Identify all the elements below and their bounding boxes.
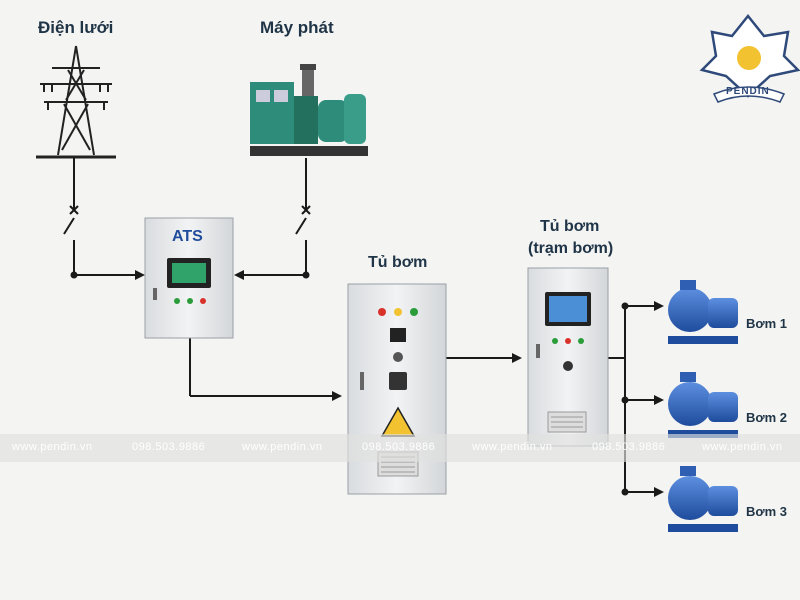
- watermark-url: www.pendin.vn: [12, 441, 93, 453]
- pump-cabinet: [347, 283, 447, 495]
- watermark-phone: 098.503.9886: [132, 441, 206, 453]
- pump-station-cabinet: [527, 267, 609, 447]
- generator-label: Máy phát: [260, 18, 334, 37]
- ats-label: ATS: [172, 228, 203, 245]
- watermark-band: [0, 434, 800, 462]
- watermark-url: www.pendin.vn: [702, 441, 783, 453]
- watermark-url: www.pendin.vn: [472, 441, 553, 453]
- watermark-phone: 098.503.9886: [362, 441, 436, 453]
- ats-cabinet: [144, 217, 234, 339]
- pump-1-icon: [668, 280, 738, 344]
- pump-3-label: Bơm 3: [746, 504, 788, 519]
- pump-3-icon: [668, 466, 738, 532]
- watermark-url: www.pendin.vn: [242, 441, 323, 453]
- junction-dots: [70, 271, 629, 496]
- transmission-tower-icon: [36, 45, 116, 159]
- grid-label: Điện lưới: [38, 18, 114, 37]
- watermark-phone: 098.503.9886: [592, 441, 666, 453]
- pump-cabinet-label: Tủ bơm: [368, 254, 428, 271]
- pump-2-label: Bơm 2: [746, 410, 788, 425]
- generator-icon: [250, 64, 368, 156]
- logo-icon: [699, 13, 800, 103]
- pump-station-subtitle: (trạm bơm): [528, 240, 614, 257]
- pump-1-label: Bơm 1: [746, 316, 788, 331]
- pump-station-title: Tủ bơm: [540, 218, 600, 235]
- pump-2-icon: [668, 372, 738, 438]
- logo-text: PENDIN: [726, 86, 770, 97]
